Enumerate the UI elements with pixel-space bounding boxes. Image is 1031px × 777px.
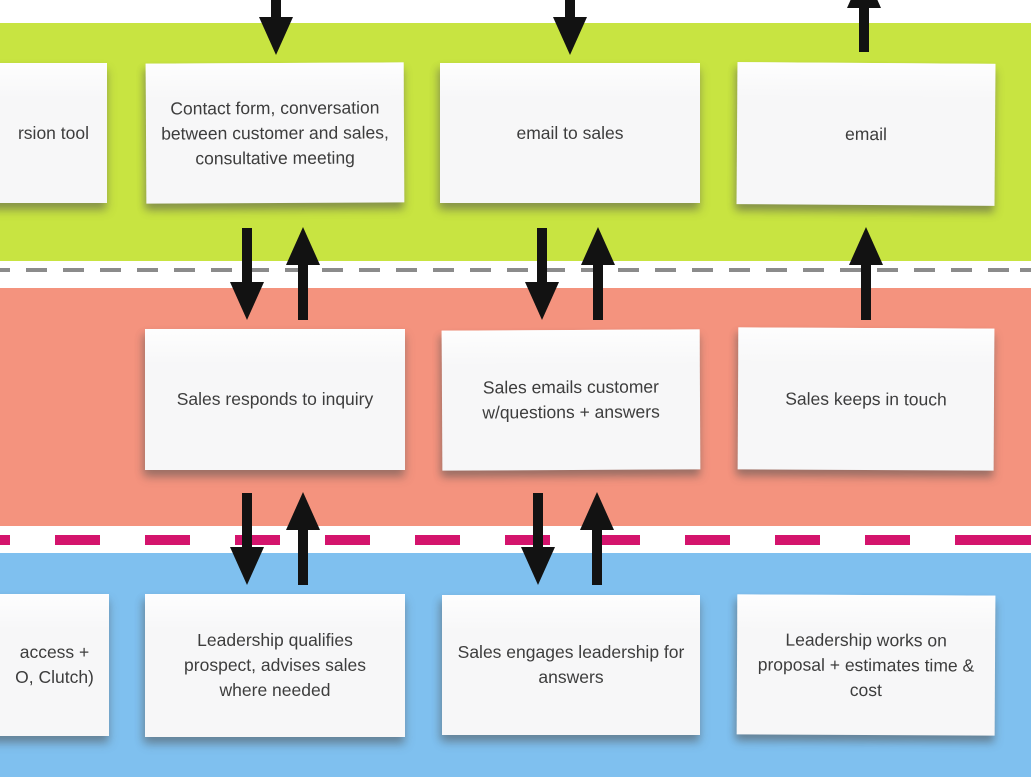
sticky-note-sales-responds[interactable]: Sales responds to inquiry: [145, 329, 405, 470]
sticky-note-text: email: [845, 123, 887, 144]
sticky-note-text: access + O, Clutch): [15, 642, 94, 687]
sticky-note-leadership-qualifies[interactable]: Leadership qualifies prospect, advises s…: [145, 594, 405, 737]
sticky-note-access-clutch[interactable]: access + O, Clutch): [0, 594, 109, 736]
sticky-note-text: email to sales: [516, 122, 624, 143]
arrow-down-icon: [259, 0, 293, 55]
arrow-up-icon: [286, 492, 320, 585]
sticky-note-text: Contact form, conversation between custo…: [161, 96, 389, 168]
sticky-note-text: Leadership works on proposal + estimates…: [757, 629, 975, 700]
arrow-down-icon: [521, 493, 555, 585]
arrow-up-icon: [581, 227, 615, 320]
sticky-note-email[interactable]: email: [736, 62, 996, 206]
sticky-note-text: Leadership qualifies prospect, advises s…: [184, 630, 366, 700]
arrow-down-icon: [230, 228, 264, 320]
sticky-note-text: rsion tool: [17, 122, 89, 143]
sticky-note-sales-engages[interactable]: Sales engages leadership for answers: [442, 595, 700, 735]
arrow-up-icon: [849, 227, 883, 320]
sticky-note-leadership-works[interactable]: Leadership works on proposal + estimates…: [736, 594, 996, 736]
arrow-down-icon: [553, 0, 587, 55]
sticky-note-text: Sales responds to inquiry: [176, 389, 374, 409]
sticky-note-text: Sales keeps in touch: [785, 388, 947, 409]
lane-divider-gray-dashed: [0, 268, 1031, 272]
arrow-down-icon: [525, 228, 559, 320]
sticky-note-sales-emails[interactable]: Sales emails customer w/questions + answ…: [441, 329, 701, 471]
sticky-note-contact-form[interactable]: Contact form, conversation between custo…: [145, 62, 405, 204]
arrow-up-icon: [580, 492, 614, 585]
sticky-note-text: Sales emails customer w/questions + answ…: [482, 376, 660, 423]
sticky-note-sales-keeps-in-touch[interactable]: Sales keeps in touch: [737, 327, 995, 471]
sticky-note-text: Sales engages leadership for answers: [457, 642, 685, 687]
lane-divider-pink-dashed: [0, 535, 1031, 545]
arrow-down-icon: [230, 493, 264, 585]
sticky-note-conversion-tool[interactable]: rsion tool: [0, 63, 107, 203]
arrow-up-icon: [847, 0, 881, 52]
sticky-note-email-to-sales[interactable]: email to sales: [440, 63, 700, 203]
arrow-up-icon: [286, 227, 320, 320]
